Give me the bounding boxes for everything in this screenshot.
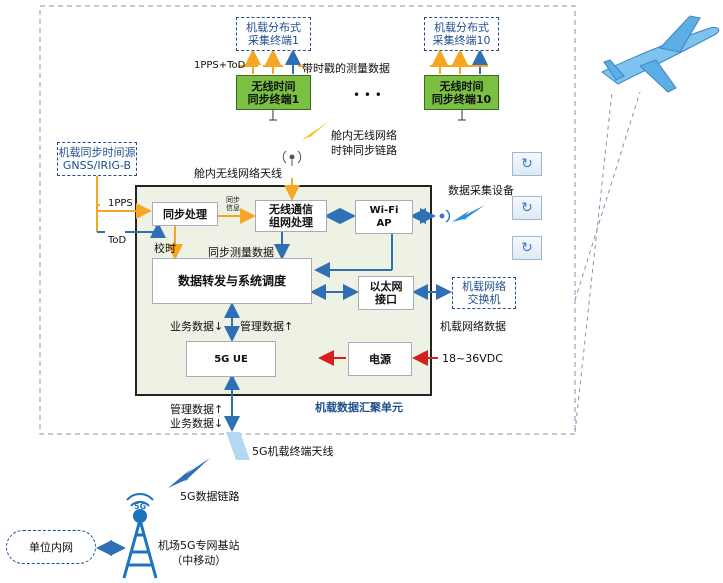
data-forwarding-box[interactable]: 数据转发与系统调度 bbox=[152, 258, 312, 304]
tower-5g-label: 5G bbox=[134, 502, 147, 511]
collector-device-icon[interactable]: ↻ bbox=[512, 236, 542, 260]
label-voltage: 18~36VDC bbox=[442, 352, 503, 365]
label-1pps-tod: 1PPS+ToD bbox=[194, 60, 246, 71]
label-business-data: 业务数据↓ bbox=[170, 320, 224, 333]
collector-terminal-1[interactable]: 机载分布式 采集终端1 bbox=[236, 17, 311, 51]
ethernet-interface-box[interactable]: 以太网 接口 bbox=[358, 276, 414, 310]
collector-terminal-10[interactable]: 机载分布式 采集终端10 bbox=[424, 17, 499, 51]
label-timestamp-data: 带时戳的测量数据 bbox=[302, 62, 390, 75]
5g-link-lightning-icon bbox=[168, 458, 210, 488]
ellipsis: • • • bbox=[353, 88, 382, 102]
5g-ue-box[interactable]: 5G UE bbox=[186, 341, 276, 377]
label-data-collectors: 数据采集设备 bbox=[448, 184, 514, 197]
airplane-icon bbox=[601, 15, 720, 93]
intranet-box[interactable]: 单位内网 bbox=[6, 530, 96, 564]
label-time-calibration: 校时 bbox=[154, 242, 176, 255]
cabin-lightning-icon bbox=[302, 122, 328, 140]
wireless-network-processing-box[interactable]: 无线通信 组网处理 bbox=[255, 200, 327, 232]
sync-processing-box[interactable]: 同步处理 bbox=[152, 202, 218, 226]
base-station-tower-icon bbox=[122, 493, 158, 579]
label-network-data: 机载网络数据 bbox=[440, 320, 506, 333]
label-5g-data-link: 5G数据链路 bbox=[180, 490, 240, 503]
wifi-ap-box[interactable]: Wi-Fi AP bbox=[355, 200, 413, 234]
cabin-antenna-icon bbox=[282, 150, 302, 166]
label-ground-mgmt-data: 管理数据↑ bbox=[170, 403, 224, 416]
label-management-data: 管理数据↑ bbox=[240, 320, 294, 333]
label-base-station: 机场5G专网基站 （中移动） bbox=[158, 539, 240, 567]
power-box[interactable]: 电源 bbox=[348, 342, 412, 376]
label-cabin-sync-link: 舱内无线网络 时钟同步链路 bbox=[331, 129, 397, 157]
collector-lightning-icon bbox=[452, 205, 485, 222]
time-source-box[interactable]: 机载同步时间源 GNSS/IRIG-B bbox=[57, 142, 137, 176]
label-ground-biz-data: 业务数据↓ bbox=[170, 417, 224, 430]
label-1pps: 1PPS bbox=[108, 198, 133, 209]
network-switch-box[interactable]: 机载网络 交换机 bbox=[452, 277, 516, 309]
wifi-signal-icon bbox=[439, 209, 451, 223]
sync-terminal-1[interactable]: 无线时间 同步终端1 bbox=[236, 75, 311, 110]
label-sync-measurement-data: 同步测量数据 bbox=[208, 246, 274, 259]
aircraft-boundary bbox=[39, 5, 576, 435]
aggregation-unit-label: 机载数据汇聚单元 bbox=[315, 401, 403, 414]
5g-terminal-antenna-icon bbox=[226, 432, 250, 460]
label-tod: ToD bbox=[108, 235, 127, 246]
sync-terminal-10[interactable]: 无线时间 同步终端10 bbox=[424, 75, 499, 110]
label-sync-info: 同步 信息 bbox=[226, 196, 240, 212]
label-cabin-antenna: 舱内无线网络天线 bbox=[194, 167, 282, 180]
collector-device-icon[interactable]: ↻ bbox=[512, 196, 542, 220]
collector-device-icon[interactable]: ↻ bbox=[512, 152, 542, 176]
label-5g-terminal-antenna: 5G机载终端天线 bbox=[252, 445, 334, 458]
